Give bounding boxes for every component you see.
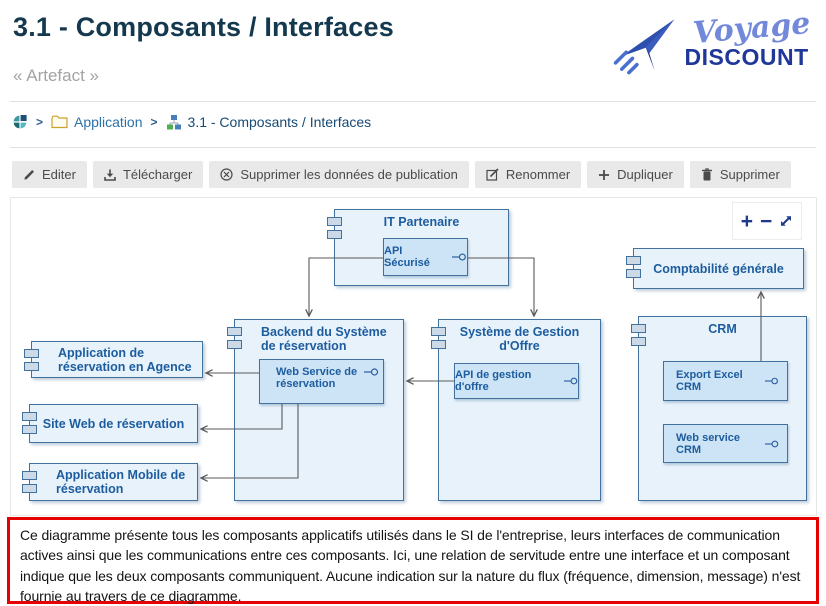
component-backend-systeme-reservation[interactable]: Backend du Système de réservation	[227, 319, 404, 501]
component-crm[interactable]: CRM	[631, 316, 807, 501]
divider	[10, 147, 816, 148]
component-label: Backend du Système de réservation	[261, 325, 387, 353]
delete-button[interactable]: Supprimer	[689, 161, 791, 188]
unpublish-button-label: Supprimer les données de publication	[240, 167, 458, 182]
component-tab-icon	[626, 269, 641, 278]
component-tab-icon	[327, 230, 342, 239]
plus-icon	[599, 169, 610, 180]
logo-caps-text: DISCOUNT	[684, 44, 809, 70]
interface-label: Web service CRM	[676, 431, 741, 456]
lollipop-interface-icon	[364, 368, 379, 376]
voyage-discount-logo: Voyage DISCOUNT	[612, 6, 811, 75]
component-comptabilite-generale[interactable]: Comptabilité générale	[626, 248, 804, 289]
component-tab-icon	[22, 484, 37, 493]
edit-button[interactable]: Editer	[12, 161, 87, 188]
page-title: 3.1 - Composants / Interfaces	[13, 12, 394, 42]
zoom-out-button[interactable]: −	[760, 209, 773, 233]
lollipop-interface-icon	[563, 377, 578, 385]
component-label: Système de Gestion d'Offre	[459, 325, 580, 353]
interface-export-excel-crm[interactable]: Export Excel CRM	[663, 361, 788, 401]
component-label: Comptabilité générale	[653, 261, 784, 276]
interface-label: API Sécurisé	[384, 245, 430, 269]
breadcrumb-separator: >	[150, 115, 158, 129]
component-label: Application de réservation en Agence	[58, 345, 192, 374]
component-tab-icon	[431, 340, 446, 349]
action-toolbar: Editer Télécharger Supprimer les données…	[12, 161, 791, 188]
component-tab-icon	[631, 324, 646, 333]
paper-plane-icon	[613, 19, 674, 75]
folder-icon	[51, 115, 68, 129]
interface-api-gestion-offre[interactable]: API de gestion d'offre	[454, 363, 579, 399]
trash-icon	[701, 168, 712, 181]
component-application-reservation-agence[interactable]: Application de réservation en Agence	[24, 341, 203, 378]
pie-chart-icon	[13, 115, 27, 129]
stereotype-label: « Artefact »	[13, 66, 99, 85]
unpublish-icon	[220, 168, 233, 181]
component-site-web-reservation[interactable]: Site Web de réservation	[22, 404, 198, 443]
component-systeme-gestion-offre[interactable]: Système de Gestion d'Offre	[431, 319, 601, 501]
delete-button-label: Supprimer	[719, 167, 780, 182]
component-tab-icon	[24, 362, 39, 371]
lollipop-interface-icon	[765, 377, 779, 385]
component-tab-icon	[22, 471, 37, 480]
sitemap-icon	[166, 115, 181, 130]
breadcrumb-current-label: 3.1 - Composants / Interfaces	[187, 114, 372, 130]
interface-api-securise[interactable]: API Sécurisé	[383, 238, 468, 276]
diagram-description-note: Ce diagramme présente tous les composant…	[7, 517, 819, 604]
component-tab-icon	[24, 349, 39, 358]
breadcrumb-root-link[interactable]	[12, 114, 28, 130]
description-text: Ce diagramme présente tous les composant…	[20, 527, 801, 604]
duplicate-button-label: Dupliquer	[617, 167, 673, 182]
component-tab-icon	[22, 425, 37, 434]
interface-label: Web Service de réservation	[276, 366, 358, 390]
duplicate-button[interactable]: Dupliquer	[587, 161, 684, 188]
unpublish-button[interactable]: Supprimer les données de publication	[209, 161, 469, 188]
interface-web-service-reservation[interactable]: Web Service de réservation	[259, 359, 384, 404]
rename-button-label: Renommer	[505, 167, 571, 182]
component-tab-icon	[631, 337, 646, 346]
component-tab-icon	[327, 217, 342, 226]
breadcrumb-separator: >	[36, 115, 44, 129]
pencil-icon	[24, 169, 34, 179]
lollipop-interface-icon	[452, 253, 467, 261]
zoom-in-button[interactable]: +	[740, 209, 753, 233]
component-tab-icon	[227, 340, 242, 349]
breadcrumb-current-link[interactable]: 3.1 - Composants / Interfaces	[166, 114, 372, 130]
component-tab-icon	[626, 256, 641, 265]
expand-arrow-icon[interactable]	[779, 214, 793, 228]
diagram-zoom-controls: + −	[732, 202, 802, 240]
component-tab-icon	[227, 327, 242, 336]
divider	[10, 101, 816, 102]
breadcrumb-application-link[interactable]: Application	[51, 114, 143, 130]
breadcrumb: > Application > 3.1 - Composants / Inter…	[12, 114, 371, 130]
component-label: Site Web de réservation	[42, 416, 185, 431]
download-button[interactable]: Télécharger	[92, 161, 204, 188]
breadcrumb-application-label: Application	[74, 114, 143, 130]
interface-label: API de gestion d'offre	[455, 369, 532, 393]
component-label: IT Partenaire	[383, 215, 460, 229]
component-application-mobile-reservation[interactable]: Application Mobile de réservation	[22, 463, 198, 501]
interface-web-service-crm[interactable]: Web service CRM	[663, 424, 788, 463]
rename-button[interactable]: Renommer	[474, 161, 582, 188]
component-label: Application Mobile de réservation	[56, 468, 186, 496]
component-tab-icon	[22, 412, 37, 421]
interface-label: Export Excel CRM	[676, 369, 743, 393]
edit-button-label: Editer	[42, 167, 76, 182]
lollipop-interface-icon	[764, 440, 779, 447]
component-tab-icon	[431, 327, 446, 336]
download-button-label: Télécharger	[122, 167, 193, 182]
download-icon	[104, 169, 116, 181]
rename-icon	[486, 168, 499, 181]
component-label: CRM	[708, 322, 737, 336]
diagram-canvas[interactable]: + − IT Partenaire Comptabilité générale …	[10, 197, 817, 516]
